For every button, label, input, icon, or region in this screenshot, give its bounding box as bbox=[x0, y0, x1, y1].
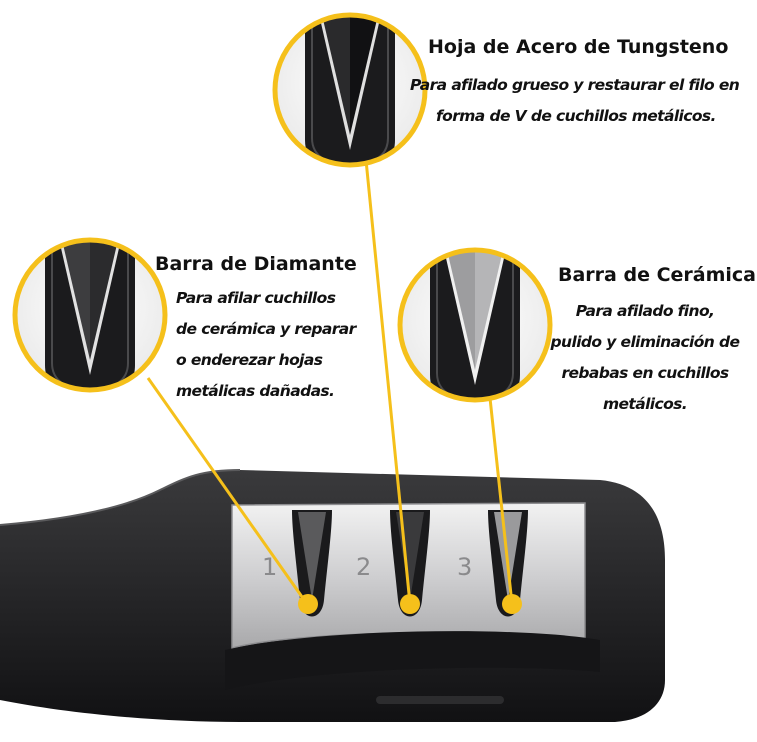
slot-dot-2 bbox=[400, 594, 420, 614]
diamond-line-2: de cerámica y reparar bbox=[176, 320, 356, 338]
slot-label-3: 3 bbox=[457, 553, 472, 581]
slot-1 bbox=[292, 510, 332, 617]
ceramic-title: Barra de Cerámica bbox=[558, 264, 756, 286]
slot-label-1: 1 bbox=[262, 553, 277, 581]
magnifier-ceramic bbox=[397, 247, 553, 403]
slot-label-2: 2 bbox=[356, 553, 371, 581]
diamond-title: Barra de Diamante bbox=[155, 253, 357, 275]
ceramic-line-1: Para afilado fino, bbox=[575, 302, 715, 320]
ceramic-line-2: pulido y eliminación de bbox=[550, 333, 740, 351]
ceramic-description: Para afilado fino, pulido y eliminación … bbox=[540, 296, 750, 420]
tungsten-title: Hoja de Acero de Tungsteno bbox=[428, 36, 729, 58]
tungsten-line-2: forma de V de cuchillos metálicos. bbox=[436, 107, 716, 125]
tungsten-description: Para afilado grueso y restaurar el filo … bbox=[410, 70, 740, 132]
ceramic-line-4: metálicos. bbox=[602, 395, 688, 413]
leader-line-diamond bbox=[146, 377, 309, 605]
diamond-line-4: metálicas dañadas. bbox=[176, 382, 335, 400]
diamond-line-1: Para afilar cuchillos bbox=[176, 289, 336, 307]
slot-dot-1 bbox=[298, 594, 318, 614]
tungsten-line-1: Para afilado grueso y restaurar el filo … bbox=[410, 76, 740, 94]
magnifier-tungsten bbox=[272, 12, 428, 168]
diamond-description: Para afilar cuchillos de cerámica y repa… bbox=[176, 283, 356, 407]
leader-line-ceramic bbox=[488, 397, 514, 605]
diamond-line-3: o enderezar hojas bbox=[176, 351, 323, 369]
leader-line-tungsten bbox=[364, 159, 412, 605]
magnifier-diamond bbox=[12, 237, 168, 393]
slot-dot-3 bbox=[502, 594, 522, 614]
ceramic-line-3: rebabas en cuchillos bbox=[561, 364, 729, 382]
